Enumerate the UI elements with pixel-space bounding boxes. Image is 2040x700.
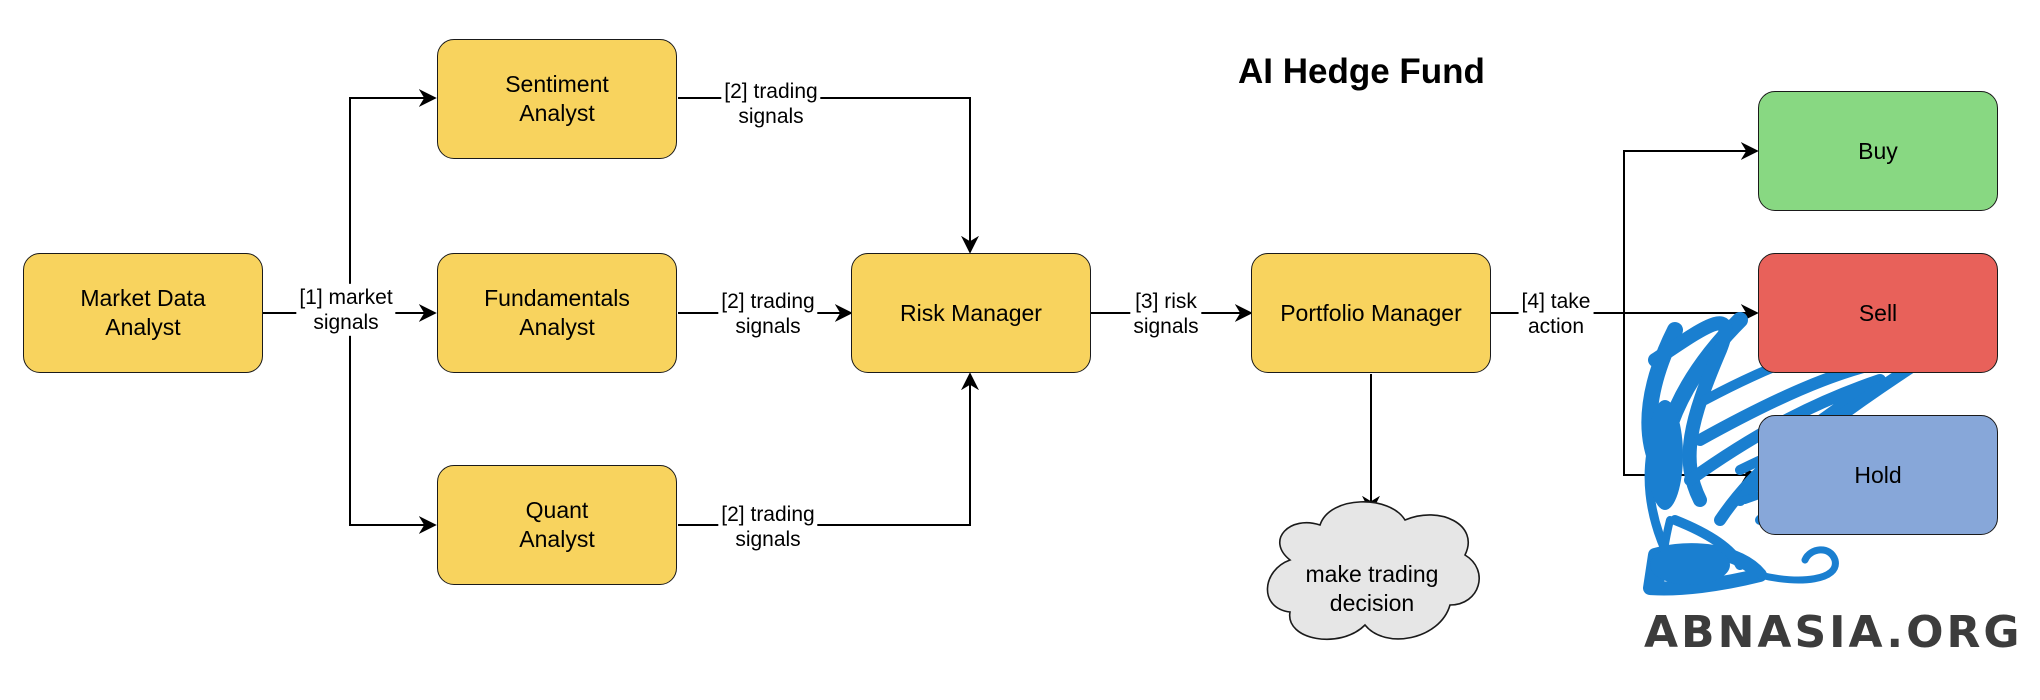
fundamentals-analyst-node[interactable]: Fundamentals Analyst <box>437 253 677 373</box>
sell-node[interactable]: Sell <box>1758 253 1998 373</box>
edge-label-take-action: [4] take action <box>1518 287 1594 341</box>
edge-market-to-sentiment <box>349 89 437 313</box>
edge-label-quant-trading-signals: [2] trading signals <box>718 500 818 554</box>
edge-label-sentiment-trading-signals: [2] trading signals <box>721 77 821 131</box>
risk-manager-node[interactable]: Risk Manager <box>851 253 1091 373</box>
portfolio-manager-node[interactable]: Portfolio Manager <box>1251 253 1491 373</box>
edge-portfolio-to-buy <box>1623 142 1759 313</box>
risk-manager-label: Risk Manager <box>900 299 1042 326</box>
edge-label-fundamentals-trading-signals: [2] trading signals <box>718 287 818 341</box>
edge-label-market-signals: [1] market signals <box>296 283 396 337</box>
decision-cloud-label: make trading decision <box>1305 561 1439 616</box>
quant-analyst-node[interactable]: Quant Analyst <box>437 465 677 585</box>
market-data-analyst-label: Market Data Analyst <box>80 285 206 340</box>
hold-node[interactable]: Hold <box>1758 415 1998 535</box>
fundamentals-analyst-label: Fundamentals Analyst <box>484 285 630 340</box>
hold-label: Hold <box>1854 461 1902 488</box>
watermark-text: ABNASIA.ORG <box>1644 607 2023 658</box>
quant-analyst-label: Quant Analyst <box>519 497 595 552</box>
edge-market-to-quant <box>349 313 437 534</box>
griffin-logo-fill <box>1647 400 1730 585</box>
sell-label: Sell <box>1858 299 1898 326</box>
sentiment-analyst-node[interactable]: Sentiment Analyst <box>437 39 677 159</box>
edge-label-risk-signals: [3] risk signals <box>1130 287 1202 341</box>
decision-cloud-shape <box>1266 501 1480 641</box>
portfolio-manager-label: Portfolio Manager <box>1280 299 1462 326</box>
edge-portfolio-to-hold <box>1623 313 1759 484</box>
buy-node[interactable]: Buy <box>1758 91 1998 211</box>
sentiment-analyst-label: Sentiment Analyst <box>505 71 609 126</box>
buy-label: Buy <box>1858 137 1898 164</box>
market-data-analyst-node[interactable]: Market Data Analyst <box>23 253 263 373</box>
diagram-title: AI Hedge Fund <box>1238 52 1485 91</box>
